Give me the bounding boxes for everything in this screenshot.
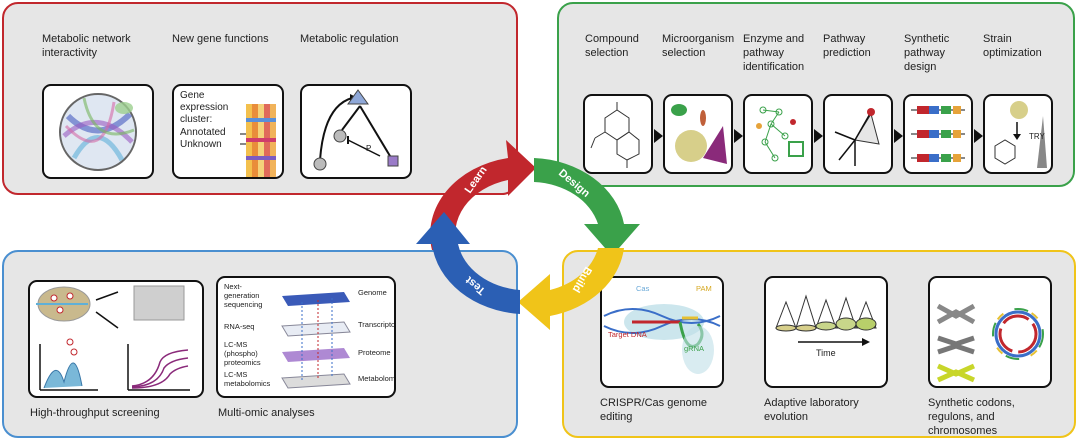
time-axis-label: Time [816,348,836,358]
learn-panel: Metabolic network interactivity New gene… [2,2,518,195]
regulation-icon [313,89,399,171]
test-label-screening: High-throughput screening [30,407,160,419]
build-label-ale: Adaptive laboratory evolution [764,397,859,423]
grna-label: gRNA [684,344,705,353]
heatmap-icon [240,104,276,177]
gene-cluster-tile: Gene expression cluster: Annotated Unkno… [172,84,284,179]
ale-icon [775,294,877,346]
ale-tile: Time [764,276,888,388]
design-label-compound: Compound selection [585,33,639,59]
strain-text: TRY [1029,132,1045,141]
gene-cluster-title: Gene expression cluster: [180,90,229,125]
omics-layer-3: Metabolome [358,374,396,383]
prediction-tile [823,94,893,174]
pathway-network-icon [756,106,804,162]
build-arrow [518,248,624,330]
design-label-microorganism: Microorganism selection [662,33,735,59]
multiomics-tile: Next-generation sequencing RNA-seq LC-MS… [216,276,396,398]
omics-layer-2: Proteome [358,348,391,357]
omics-method-1: RNA-seq [224,322,255,331]
test-arrow [416,212,520,314]
pam-label: PAM [696,284,712,293]
cas-label: Cas [636,284,650,293]
learn-label-gene-functions: New gene functions [172,33,269,45]
omics-layers-icon [281,292,351,389]
omics-method-3: LC-MS metabolomics [224,370,271,388]
design-label-strain: Strain optimization [983,33,1042,59]
design-panel: Compound selection Microorganism selecti… [557,2,1075,187]
molecule-icon [590,102,640,168]
design-label-synthetic: Synthetic pathway design [904,33,950,73]
design-arrow-4 [894,129,903,143]
omics-layer-1: Transcriptome [358,320,396,329]
microorganism-tile [663,94,733,174]
strain-tile: TRY [983,94,1053,174]
circos-network-icon [59,93,137,171]
learn-label-network: Metabolic network interactivity [42,33,131,59]
synthetic-design-tile [903,94,973,174]
design-arrow-1 [654,129,663,143]
omics-layer-0: Genome [358,288,387,297]
chromosome-icon [936,303,1044,383]
phosphate-label: P [366,144,372,153]
network-tile [42,84,154,179]
test-label-omics: Multi-omic analyses [218,407,315,419]
microorganism-icon [671,104,727,164]
design-arrow [534,158,640,256]
crispr-tile: Cas PAM Target DNA gRNA [600,276,724,388]
crispr-icon [603,304,721,374]
screening-icon [36,285,190,391]
test-panel: Next-generation sequencing RNA-seq LC-MS… [2,250,518,438]
design-label-prediction: Pathway prediction [823,33,871,59]
chromosome-tile [928,276,1052,388]
learn-arrow [430,140,536,250]
omics-method-0: Next-generation sequencing [224,282,263,309]
target-dna-label: Target DNA [608,330,647,339]
gene-construct-icon [911,106,965,162]
unknown-label: Unknown [180,139,222,150]
regulation-tile: P [300,84,412,179]
design-arrow-2 [734,129,743,143]
strain-optimization-icon [994,101,1047,168]
dbtl-cycle: Learn Design Build Test [416,140,640,330]
screening-tile [28,280,204,398]
design-label-enzyme: Enzyme and pathway identification [743,33,805,73]
omics-method-2: LC-MS (phospho) proteomics [224,340,261,367]
design-arrow-3 [814,129,823,143]
learn-label-regulation: Metabolic regulation [300,33,399,45]
compound-tile [583,94,653,174]
build-label-synthetic: Synthetic codons, regulons, and chromoso… [928,397,1015,437]
build-panel: Cas PAM Target DNA gRNA Time [562,250,1076,438]
enzyme-tile [743,94,813,174]
vector-prediction-icon [834,108,880,166]
build-label-crispr: CRISPR/Cas genome editing [600,397,707,423]
annotated-label: Annotated [180,127,226,138]
design-arrow-5 [974,129,983,143]
